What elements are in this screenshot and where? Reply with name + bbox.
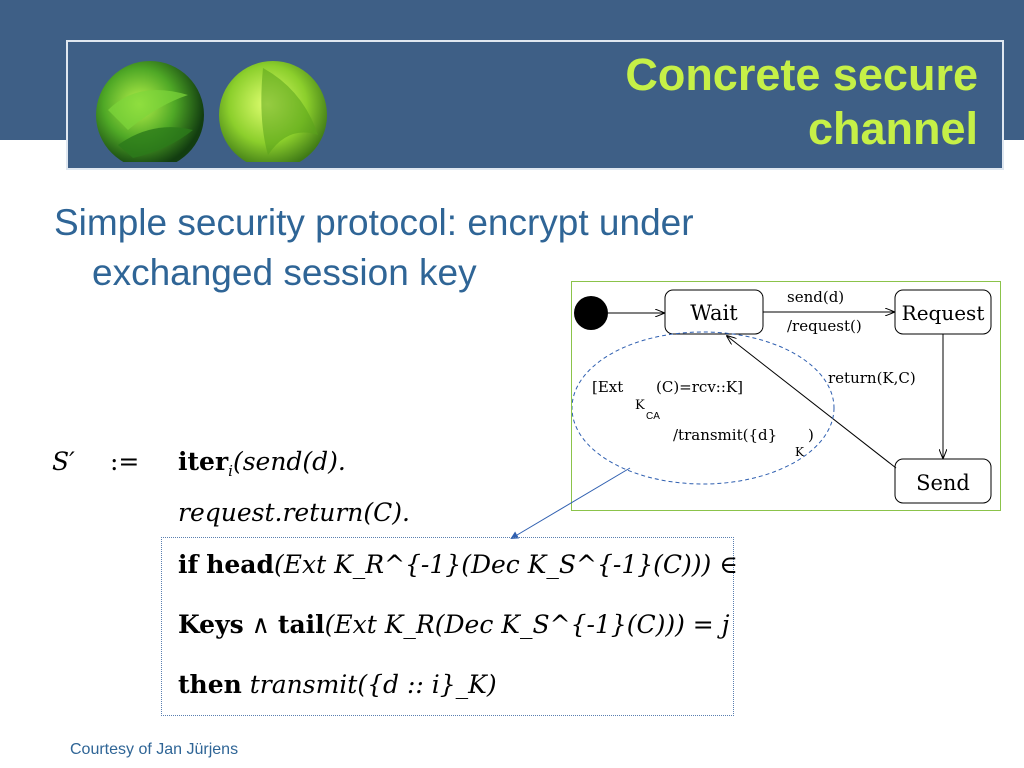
transition-send-wait: [727, 336, 897, 469]
header-panel: Concrete secure channel: [66, 40, 1004, 170]
state-send-label: Send: [916, 471, 970, 495]
t1-label-2: /request(): [787, 317, 862, 335]
line3-rest: (Ext K_R^{-1}(Dec K_S^{-1}(C))) ∈: [273, 550, 738, 579]
guard-rest: (C)=rcv::K]: [656, 378, 743, 396]
action-transmit: /transmit({d}: [673, 426, 777, 444]
head-keyword: head: [206, 550, 274, 579]
state-diagram: Wait Request Send send(d) /request() ret…: [571, 281, 1001, 511]
subtitle-line-1: Simple security protocol: encrypt under: [54, 202, 694, 243]
iter-keyword: iter: [178, 447, 229, 476]
tail-keyword: tail: [277, 610, 325, 639]
state-wait-label: Wait: [690, 301, 738, 325]
math-s-prime: S′: [52, 447, 75, 476]
title-line-2: channel: [807, 103, 978, 154]
if-keyword: if: [178, 550, 199, 579]
math-line-4: Keys ∧ tail(Ext K_R(Dec K_S^{-1}(C))) = …: [178, 610, 729, 640]
subtitle-line-2: exchanged session key: [92, 252, 477, 293]
then-keyword: then: [178, 670, 242, 699]
action-close: ): [808, 426, 814, 444]
math-line-1: iteri(send(d).: [178, 447, 346, 486]
math-line-3: if head(Ext K_R^{-1}(Dec K_S^{-1}(C))) ∈: [178, 550, 738, 580]
connector-arrow: [510, 467, 631, 540]
guard-ext: [Ext: [592, 378, 623, 396]
title-line-1: Concrete secure: [625, 49, 978, 100]
and-symbol: ∧: [251, 610, 270, 639]
guard-k: K: [635, 398, 645, 413]
math-line-2: request.return(C).: [178, 498, 410, 527]
highlight-ellipse: [571, 331, 835, 485]
state-diagram-canvas: Wait Request Send send(d) /request() ret…: [571, 288, 992, 504]
t2-label: return(K,C): [828, 369, 916, 387]
math-assign: :=: [110, 447, 140, 476]
action-k: K: [795, 445, 805, 459]
line4-rest: (Ext K_R(Dec K_S^{-1}(C))) = j: [324, 610, 730, 639]
highlight-box: [161, 537, 734, 716]
guard-ca: CA: [646, 411, 660, 422]
math-line-5: then transmit({d :: i}_K): [178, 670, 497, 700]
slide-title: Concrete secure channel: [625, 48, 978, 156]
line1-rest: (send(d).: [232, 447, 346, 476]
state-request-label: Request: [902, 301, 985, 325]
slide-subtitle: Simple security protocol: encrypt under …: [54, 198, 874, 298]
t1-label-1: send(d): [787, 288, 844, 306]
iter-subscript: i: [228, 462, 233, 480]
keys-keyword: Keys: [178, 610, 244, 639]
initial-state: [574, 296, 608, 330]
line5-rest: transmit({d :: i}_K): [249, 670, 497, 699]
leaf-orbs-logo: [96, 61, 327, 162]
state-send: [894, 458, 992, 504]
courtesy-footer: Courtesy of Jan Jürjens: [70, 741, 239, 758]
